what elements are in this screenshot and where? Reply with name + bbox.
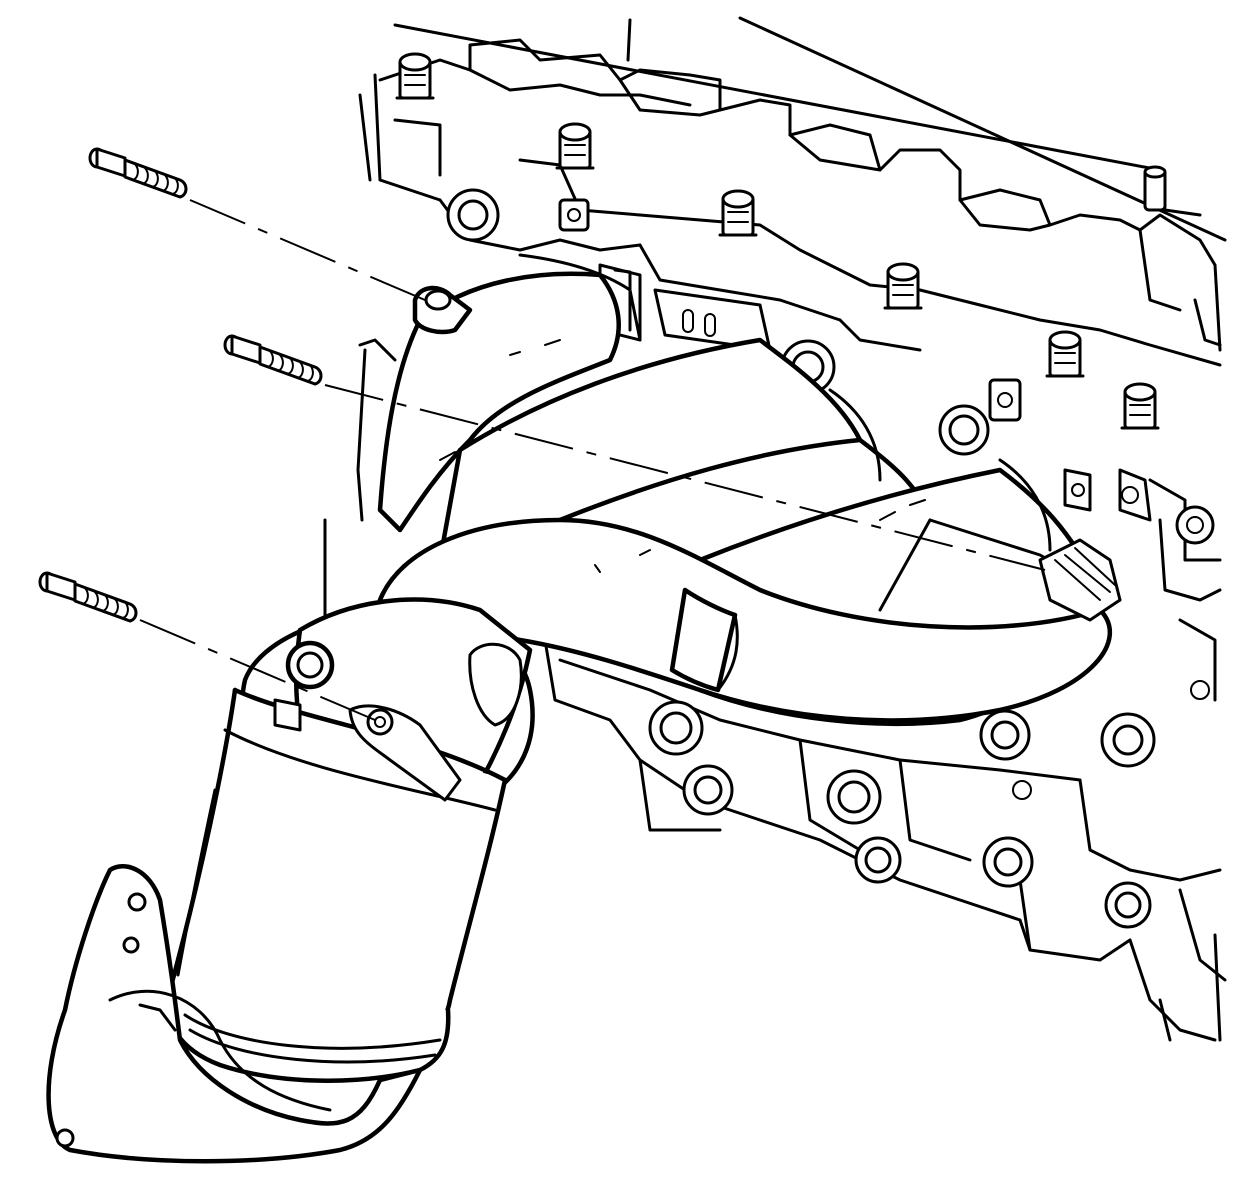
- bolt-icon: [718, 189, 758, 237]
- exhaust-manifold: [377, 253, 1122, 726]
- catalytic-converter: [165, 597, 535, 1083]
- bolt-icon: [1120, 382, 1160, 430]
- bolt-icon: [1045, 330, 1085, 378]
- cylinder-head-bolts: [395, 52, 1167, 430]
- stud-icon: [38, 571, 138, 623]
- bolt-icon: [883, 262, 923, 310]
- bolt-icon: [395, 52, 435, 100]
- stud-icon: [223, 334, 323, 386]
- stud-icon: [88, 147, 188, 199]
- engine-block: [323, 16, 1227, 1042]
- bolt-icon: [555, 122, 595, 170]
- manifold-studs: [38, 147, 1046, 721]
- outlet-flange: [46, 864, 423, 1164]
